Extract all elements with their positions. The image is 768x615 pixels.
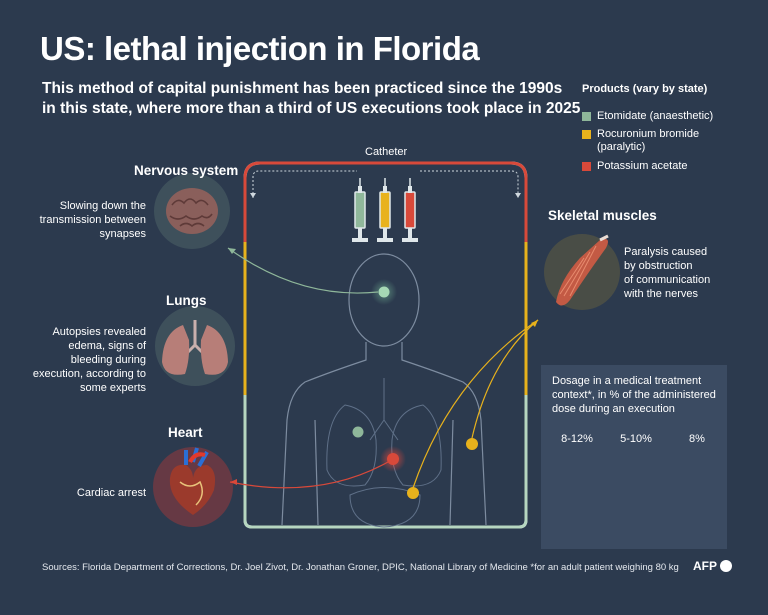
legend-label-rocuronium: Rocuronium bromide (paralytic) <box>597 128 699 154</box>
muscles-desc: Paralysis caused by obstruction of commu… <box>624 245 744 301</box>
afp-logo-dot <box>720 560 732 572</box>
lungs-desc-line: edema, signs of <box>68 340 146 352</box>
subtitle-line-1: This method of capital punishment has be… <box>42 80 563 97</box>
heart-dot <box>387 453 399 465</box>
brain-icon <box>154 173 230 249</box>
legend-swatch-green <box>582 112 591 121</box>
syringe-yellow <box>377 178 393 242</box>
dosage-title-line: Dosage in a medical treatment <box>552 375 702 387</box>
heart-desc: Cardiac arrest <box>28 486 146 500</box>
afp-logo: AFP <box>693 559 732 573</box>
dose-label-rocuronium: 5-10% <box>620 433 652 445</box>
nervous-desc-line: transmission between <box>39 214 146 226</box>
arm-dot <box>466 438 478 450</box>
arrow-arm-to-muscles <box>471 319 539 439</box>
arrowhead-right <box>515 193 521 198</box>
dosage-title-line: context*, in % of the administered <box>552 389 716 401</box>
nervous-desc-line: synapses <box>99 228 146 240</box>
legend-title: Products (vary by state) <box>582 83 708 95</box>
arrowhead-nervous <box>228 248 236 254</box>
legend-item-potassium: Potassium acetate <box>582 160 688 173</box>
nervous-desc-line: Slowing down the <box>59 200 146 212</box>
legend-label-potassium: Potassium acetate <box>597 160 688 172</box>
muscles-desc-line: of communication <box>624 274 711 286</box>
catheter-label: Catheter <box>365 146 408 158</box>
flow-arrow-right <box>420 170 519 198</box>
arrow-to-nervous <box>227 247 379 294</box>
injection-dot <box>407 487 419 499</box>
arrowhead-heart <box>230 479 237 485</box>
legend-label-etomidate: Etomidate (anaesthetic) <box>597 110 714 122</box>
syringe-red <box>402 178 418 242</box>
legend-item-rocuronium: Rocuronium bromide (paralytic) <box>582 128 699 154</box>
muscles-desc-line: by obstruction <box>624 260 693 272</box>
dosage-title: Dosage in a medical treatment context*, … <box>552 374 722 416</box>
lungs-desc-line: execution, according to <box>32 368 146 380</box>
legend-label-rocuronium-line1: Rocuronium bromide <box>597 128 700 140</box>
muscles-title: Skeletal muscles <box>548 208 657 223</box>
afp-logo-text: AFP <box>693 559 717 573</box>
muscles-desc-line: Paralysis caused <box>624 246 708 258</box>
brain-dot <box>378 286 390 298</box>
legend-label-rocuronium-line2: (paralytic) <box>597 141 646 153</box>
heart-desc-line: Cardiac arrest <box>76 487 146 499</box>
heart-title: Heart <box>168 425 203 440</box>
lungs-desc-line: some experts <box>79 382 146 394</box>
flow-arrow-left <box>252 170 357 198</box>
dose-label-etomidate: 8-12% <box>561 433 593 445</box>
lung-dot <box>352 426 364 438</box>
subtitle-line-2: in this state, where more than a third o… <box>42 100 581 117</box>
arrowhead-left <box>250 193 256 198</box>
muscle-icon <box>544 234 620 310</box>
syringe-green <box>352 178 368 242</box>
muscles-desc-line: with the nerves <box>624 288 698 300</box>
lungs-desc-line: Autopsies revealed <box>52 326 146 338</box>
lungs-desc: Autopsies revealed edema, signs of bleed… <box>18 325 146 395</box>
dosage-panel <box>541 365 727 549</box>
legend-swatch-red <box>582 162 591 171</box>
dosage-title-line: dose during an execution <box>552 403 675 415</box>
body-organs <box>326 378 442 528</box>
heart-icon <box>153 447 233 527</box>
body-outline <box>281 253 487 526</box>
sources-footer: Sources: Florida Department of Correctio… <box>42 562 679 573</box>
legend-swatch-yellow <box>582 130 591 139</box>
lungs-desc-line: bleeding during <box>70 354 146 366</box>
arrow-to-muscles <box>412 319 539 489</box>
nervous-system-title: Nervous system <box>134 163 239 178</box>
lungs-title: Lungs <box>166 293 207 308</box>
lungs-icon <box>155 306 235 386</box>
arrow-to-heart <box>229 461 389 489</box>
legend-item-etomidate: Etomidate (anaesthetic) <box>582 110 713 123</box>
nervous-system-desc: Slowing down the transmission between sy… <box>28 199 146 241</box>
page-title: US: lethal injection in Florida <box>40 30 480 67</box>
dose-label-potassium: 8% <box>689 433 705 445</box>
